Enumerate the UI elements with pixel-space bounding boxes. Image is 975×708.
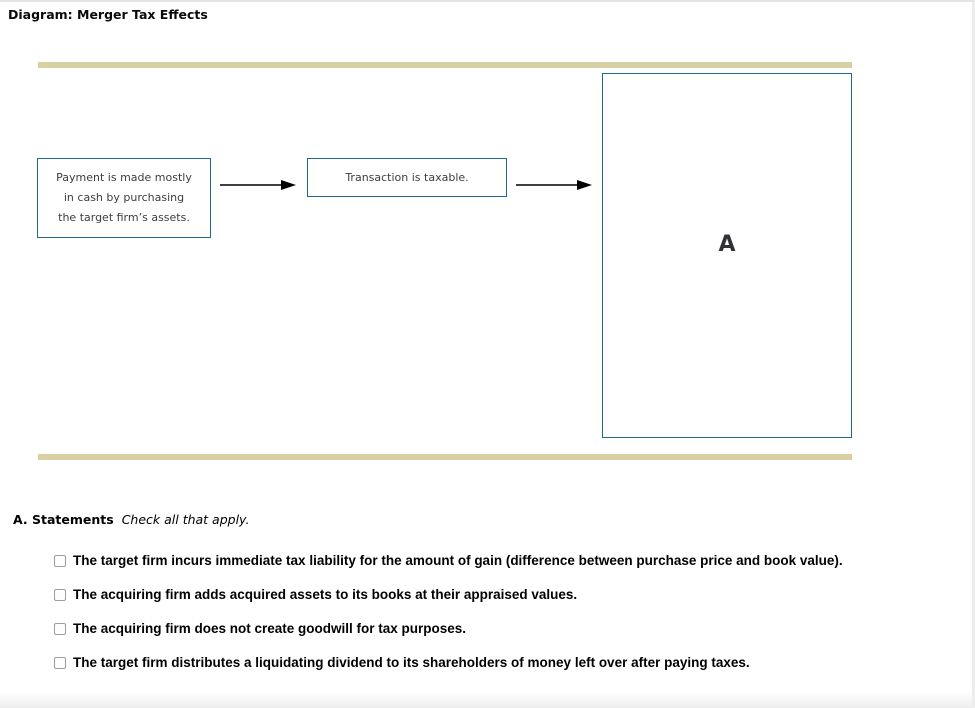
taxable-box: Transaction is taxable. bbox=[307, 158, 507, 197]
statement-label: The acquiring firm does not create goodw… bbox=[73, 621, 467, 636]
page-right-edge bbox=[972, 2, 975, 706]
payment-method-line-3: the target firm’s assets. bbox=[58, 211, 190, 224]
statement-checkbox-4[interactable] bbox=[54, 657, 66, 669]
statement-checkbox-3[interactable] bbox=[54, 623, 66, 635]
flow-arrow-icon bbox=[220, 180, 296, 190]
statement-list: The target firm incurs immediate tax lia… bbox=[54, 548, 924, 684]
statement-item: The acquiring firm adds acquired assets … bbox=[54, 582, 924, 608]
answer-drop-box[interactable]: A bbox=[602, 73, 852, 438]
statement-item: The target firm incurs immediate tax lia… bbox=[54, 548, 924, 574]
flow-arrow-icon bbox=[516, 180, 592, 190]
statements-heading: A. Statements Check all that apply. bbox=[13, 512, 249, 527]
statement-checkbox-2[interactable] bbox=[54, 589, 66, 601]
page-title: Diagram: Merger Tax Effects bbox=[8, 7, 208, 22]
taxable-label: Transaction is taxable. bbox=[345, 170, 469, 184]
payment-method-box: Payment is made mostly in cash by purcha… bbox=[37, 158, 211, 238]
statement-label: The target firm distributes a liquidatin… bbox=[73, 655, 750, 670]
answer-letter: A bbox=[718, 232, 736, 257]
diagram-bottom-divider bbox=[38, 454, 852, 460]
statements-instruction: Check all that apply. bbox=[121, 512, 250, 527]
statement-checkbox-1[interactable] bbox=[54, 555, 66, 567]
footer-fade bbox=[0, 692, 975, 708]
diagram-top-divider bbox=[38, 62, 852, 68]
payment-method-line-2: in cash by purchasing bbox=[63, 191, 185, 204]
statement-item: The target firm distributes a liquidatin… bbox=[54, 650, 924, 676]
statement-label: The acquiring firm adds acquired assets … bbox=[73, 587, 578, 602]
statement-label: The target firm incurs immediate tax lia… bbox=[73, 553, 843, 568]
statement-item: The acquiring firm does not create goodw… bbox=[54, 616, 924, 642]
payment-method-line-1: Payment is made mostly bbox=[56, 171, 192, 184]
statements-heading-label: A. Statements bbox=[13, 512, 114, 527]
